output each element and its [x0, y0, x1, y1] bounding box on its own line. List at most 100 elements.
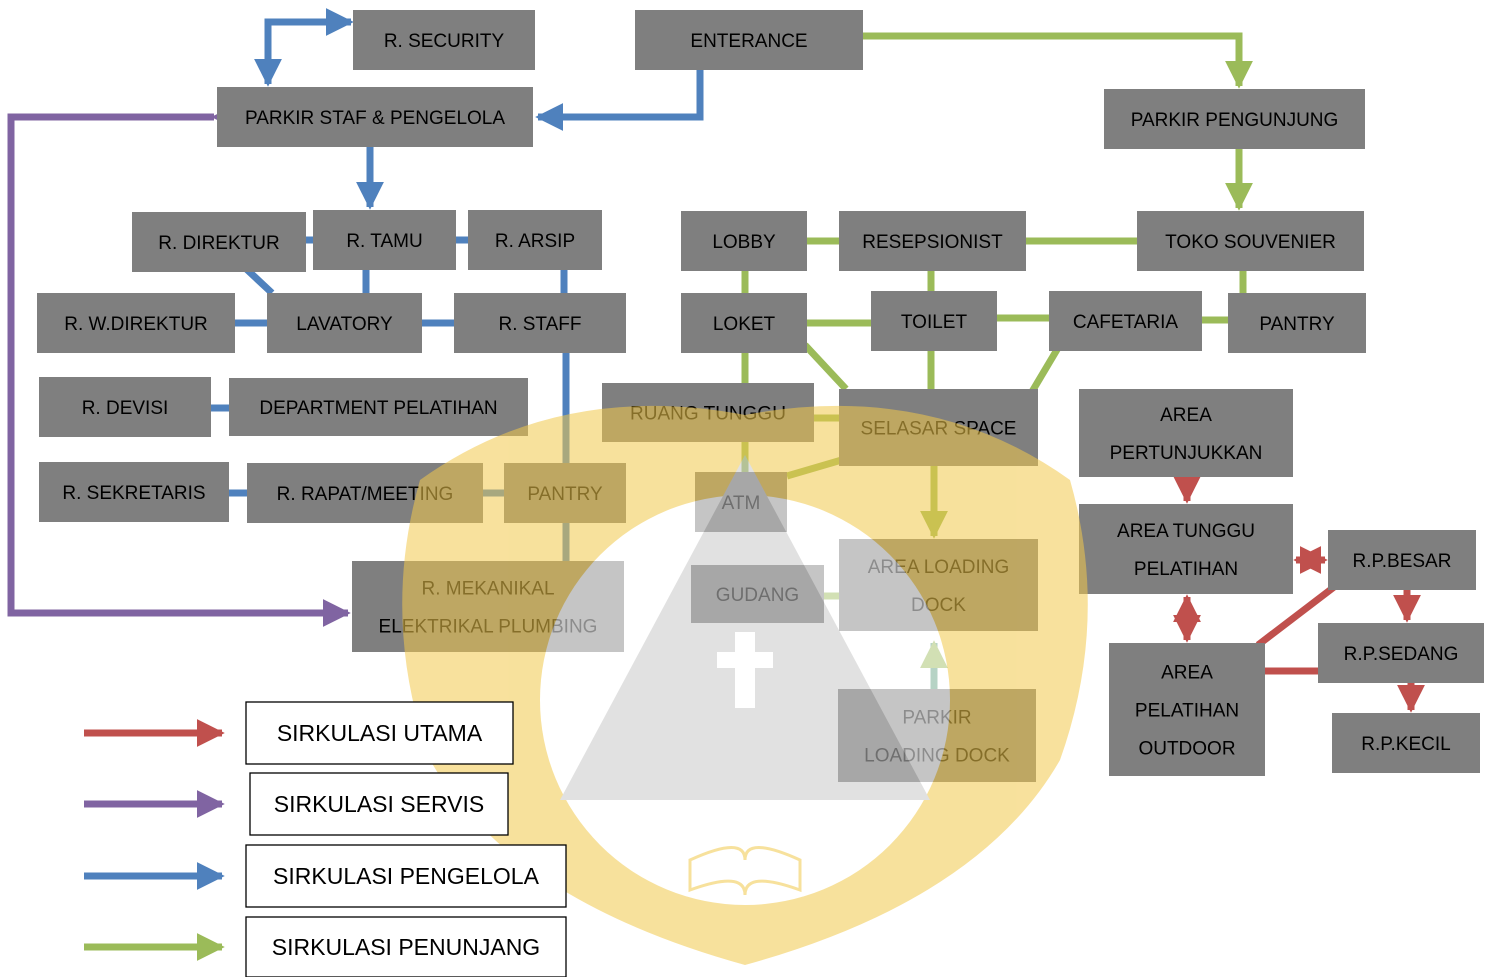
node-parkir-pengunjung: PARKIR PENGUNJUNG: [1104, 89, 1365, 149]
seal-book-icon: [688, 846, 802, 896]
node-area-tunggu: AREA TUNGGU PELATIHAN: [1079, 504, 1293, 594]
node-box: [454, 293, 626, 353]
enterance-parkir-staf-arrow: [535, 70, 704, 131]
node-box: [1104, 89, 1365, 149]
node-rp-kecil: R.P.KECIL: [1332, 713, 1480, 773]
node-toko: TOKO SOUVENIER: [1137, 211, 1364, 271]
legend-item-pengelola: SIRKULASI PENGELOLA: [84, 844, 567, 908]
node-enterance: ENTERANCE: [635, 10, 863, 70]
node-resepsionist: RESEPSIONIST: [839, 211, 1026, 271]
node-sekretaris: R. SEKRETARIS: [39, 462, 229, 522]
node-box: [1137, 211, 1364, 271]
node-label: PERTUNJUKKAN: [1110, 443, 1263, 464]
connector: [1026, 346, 1062, 397]
node-label: R. ARSIP: [495, 231, 575, 252]
node-w-direktur: R. W.DIREKTUR: [37, 293, 235, 353]
node-box: [1049, 291, 1202, 351]
node-box: [839, 211, 1026, 271]
legend-item-servis: SIRKULASI SERVIS: [84, 772, 509, 836]
legend-label-box: [245, 701, 514, 765]
node-box: [871, 291, 997, 351]
node-label: TOILET: [901, 312, 968, 333]
node-staff: R. STAFF: [454, 293, 626, 353]
node-label: PELATIHAN: [1134, 559, 1238, 580]
legend: SIRKULASI UTAMA SIRKULASI SERVIS SIRKULASI…: [84, 701, 567, 977]
node-toilet: TOILET: [871, 291, 997, 351]
node-label: PARKIR PENGUNJUNG: [1131, 110, 1339, 131]
node-parkir-staf: PARKIR STAF & PENGELOLA: [217, 87, 533, 147]
seal-cross-icon: [717, 632, 773, 708]
node-dept-pelatihan: DEPARTMENT PELATIHAN: [229, 378, 528, 436]
seal-triangle: [560, 455, 930, 800]
legend-label: SIRKULASI UTAMA: [277, 720, 483, 746]
node-box: [217, 87, 533, 147]
legend-item-utama: SIRKULASI UTAMA: [84, 701, 514, 765]
node-box: [39, 462, 229, 522]
node-box: [1318, 623, 1484, 683]
node-pantry-public: PANTRY: [1228, 293, 1366, 353]
node-label: PARKIR STAF & PENGELOLA: [245, 108, 505, 129]
node-box: [1079, 504, 1293, 594]
node-box: [132, 212, 306, 272]
node-lobby: LOBBY: [681, 211, 807, 271]
servis-loop: [7, 103, 351, 627]
node-box: [39, 377, 211, 437]
node-label: R.P.BESAR: [1353, 551, 1452, 572]
node-label: LOBBY: [712, 232, 776, 253]
enterance-parkir-pengunjung-arrow: [863, 32, 1253, 89]
node-label: AREA: [1161, 663, 1213, 684]
node-box: [229, 378, 528, 436]
node-label: LOKET: [713, 314, 776, 335]
node-label: LAVATORY: [296, 314, 393, 335]
node-label: R. SECURITY: [384, 31, 505, 52]
node-rp-besar: R.P.BESAR: [1328, 530, 1476, 590]
legend-item-penunjang: SIRKULASI PENUNJANG: [84, 916, 567, 977]
node-label: TOKO SOUVENIER: [1165, 232, 1336, 253]
node-tamu: R. TAMU: [313, 210, 456, 270]
node-label: R. STAFF: [498, 314, 581, 335]
legend-label-box: [249, 772, 509, 836]
node-label: PANTRY: [1259, 314, 1335, 335]
node-box: [681, 293, 807, 353]
connector: [802, 342, 849, 392]
node-devisi: R. DEVISI: [39, 377, 211, 437]
node-label: R.P.SEDANG: [1344, 644, 1459, 665]
node-label: AREA TUNGGU: [1117, 521, 1255, 542]
node-label: RESEPSIONIST: [862, 232, 1003, 253]
node-box: [681, 211, 807, 271]
node-label: R. TAMU: [346, 231, 422, 252]
connector: [1255, 581, 1341, 648]
node-security: R. SECURITY: [353, 10, 535, 70]
node-box: [1109, 643, 1265, 776]
node-label: ENTERANCE: [690, 31, 807, 52]
node-cafetaria: CAFETARIA: [1049, 291, 1202, 351]
node-box: [468, 210, 602, 270]
node-area-outdoor: AREA PELATIHAN OUTDOOR: [1109, 643, 1265, 776]
node-label: R. W.DIREKTUR: [64, 314, 208, 335]
node-box: [1079, 389, 1293, 477]
node-label: R.P.KECIL: [1361, 734, 1450, 755]
node-label: PELATIHAN: [1135, 701, 1239, 722]
node-box: [1228, 293, 1366, 353]
node-arsip: R. ARSIP: [468, 210, 602, 270]
node-label: R. RAPAT/MEETING: [277, 484, 454, 505]
node-lavatory: LAVATORY: [267, 293, 422, 353]
node-box: [267, 293, 422, 353]
node-box: [635, 10, 863, 70]
node-label: DEPARTMENT PELATIHAN: [259, 398, 497, 419]
node-label: R. DEVISI: [82, 398, 169, 419]
node-rp-sedang: R.P.SEDANG: [1318, 623, 1484, 683]
node-label: OUTDOOR: [1138, 739, 1235, 760]
legend-label: SIRKULASI PENUNJANG: [272, 934, 540, 960]
legend-label-box: [245, 844, 567, 908]
legend-label: SIRKULASI PENGELOLA: [273, 863, 540, 889]
node-loket: LOKET: [681, 293, 807, 353]
node-box: [313, 210, 456, 270]
security-parkir-link: [254, 8, 354, 87]
node-direktur: R. DIREKTUR: [132, 212, 306, 272]
university-seal-watermark: [402, 405, 1088, 966]
node-box: [1328, 530, 1476, 590]
node-box: [1332, 713, 1480, 773]
